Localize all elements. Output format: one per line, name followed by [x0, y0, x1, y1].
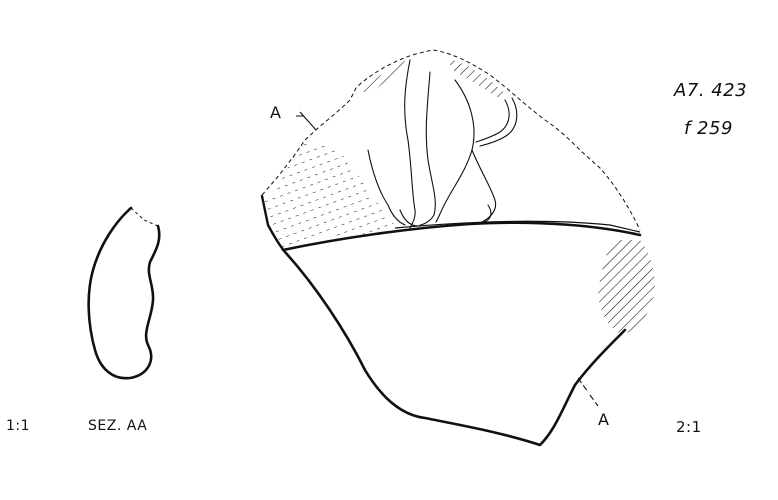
- scale-section-label: 1:1: [6, 418, 31, 434]
- hatch-top-right: [448, 58, 508, 100]
- hatch-top-left: [360, 58, 415, 92]
- ground-line-upper: [394, 220, 641, 233]
- inventory-number: A7. 423: [674, 80, 748, 101]
- animal-figure: [367, 59, 518, 229]
- ground-line: [281, 221, 642, 252]
- hatch-left-dots: [262, 143, 395, 248]
- section-mark-top: A: [270, 103, 282, 122]
- section-line-bottom: [577, 377, 599, 407]
- section-label: SEZ. AA: [88, 418, 148, 434]
- fragment-break-outline: [261, 49, 641, 231]
- section-profile-break: [130, 207, 159, 227]
- hatch-right: [598, 240, 655, 335]
- folio-number: f 259: [684, 118, 733, 139]
- section-profile: [87, 206, 161, 380]
- scale-fragment-label: 2:1: [676, 418, 702, 436]
- fragment-body: [283, 250, 627, 447]
- section-mark-bottom: A: [598, 410, 610, 429]
- section-line-top: [296, 111, 317, 131]
